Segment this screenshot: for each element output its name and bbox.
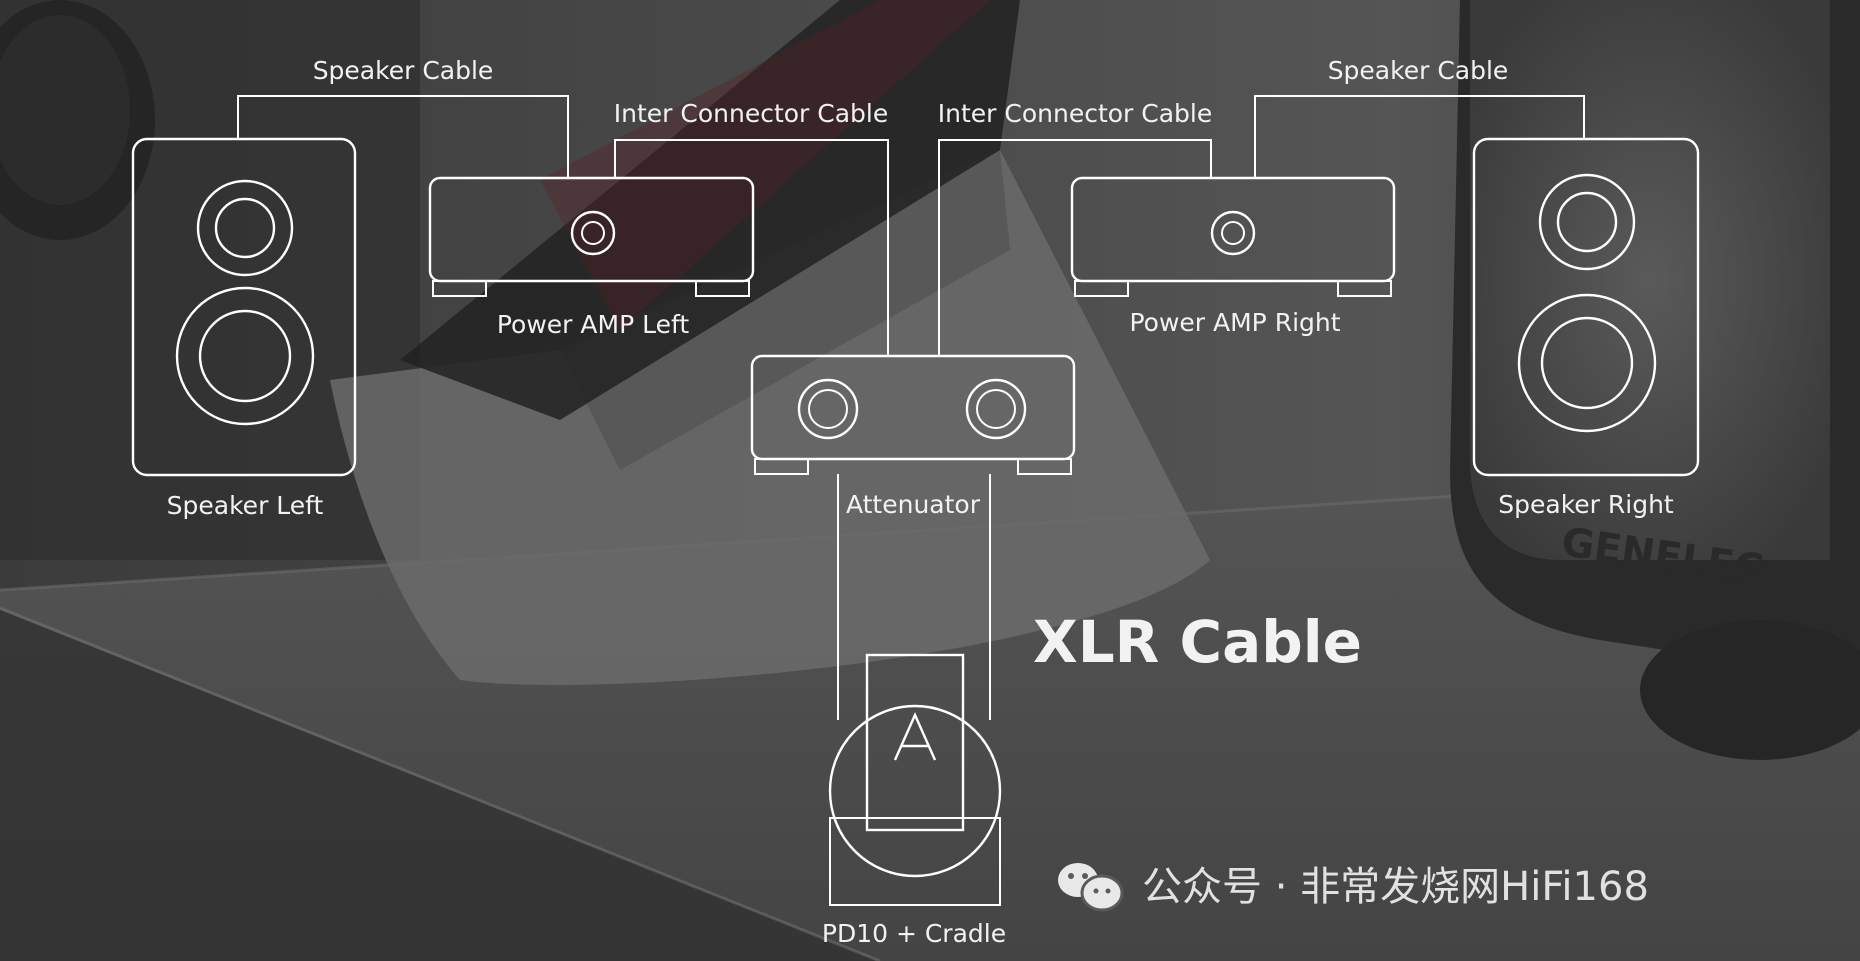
pd10-logo-icon xyxy=(893,712,937,761)
inter-connector-left-label: Inter Connector Cable xyxy=(614,99,889,128)
pd10-cradle-label: PD10 + Cradle xyxy=(822,919,1006,948)
watermark-text: 公众号 · 非常发烧网HiFi168 xyxy=(1142,864,1649,910)
pd10-cradle xyxy=(828,653,1002,906)
speaker-cable-right-line xyxy=(1254,95,1585,178)
speaker-cable-right-label: Speaker Cable xyxy=(1328,56,1509,85)
attenuator-label: Attenuator xyxy=(846,490,981,519)
speaker-right xyxy=(1472,137,1700,477)
speaker-left xyxy=(131,137,357,477)
speaker-right-label: Speaker Right xyxy=(1498,490,1674,519)
attenuator xyxy=(750,354,1076,475)
inter-connector-right-line xyxy=(938,139,1212,356)
power-amp-left xyxy=(428,176,755,297)
wechat-icon xyxy=(1058,863,1124,912)
speaker-cable-left-line xyxy=(237,95,569,178)
inter-connector-left-line xyxy=(614,139,889,356)
power-amp-left-label: Power AMP Left xyxy=(497,310,689,339)
speaker-cable-left-label: Speaker Cable xyxy=(313,56,494,85)
power-amp-right-label: Power AMP Right xyxy=(1129,308,1340,337)
watermark: 公众号 · 非常发烧网HiFi168 xyxy=(1058,863,1649,912)
inter-connector-right-label: Inter Connector Cable xyxy=(938,99,1213,128)
power-amp-right xyxy=(1070,176,1396,297)
xlr-cable-label: XLR Cable xyxy=(1033,608,1362,676)
speaker-left-label: Speaker Left xyxy=(167,491,324,520)
